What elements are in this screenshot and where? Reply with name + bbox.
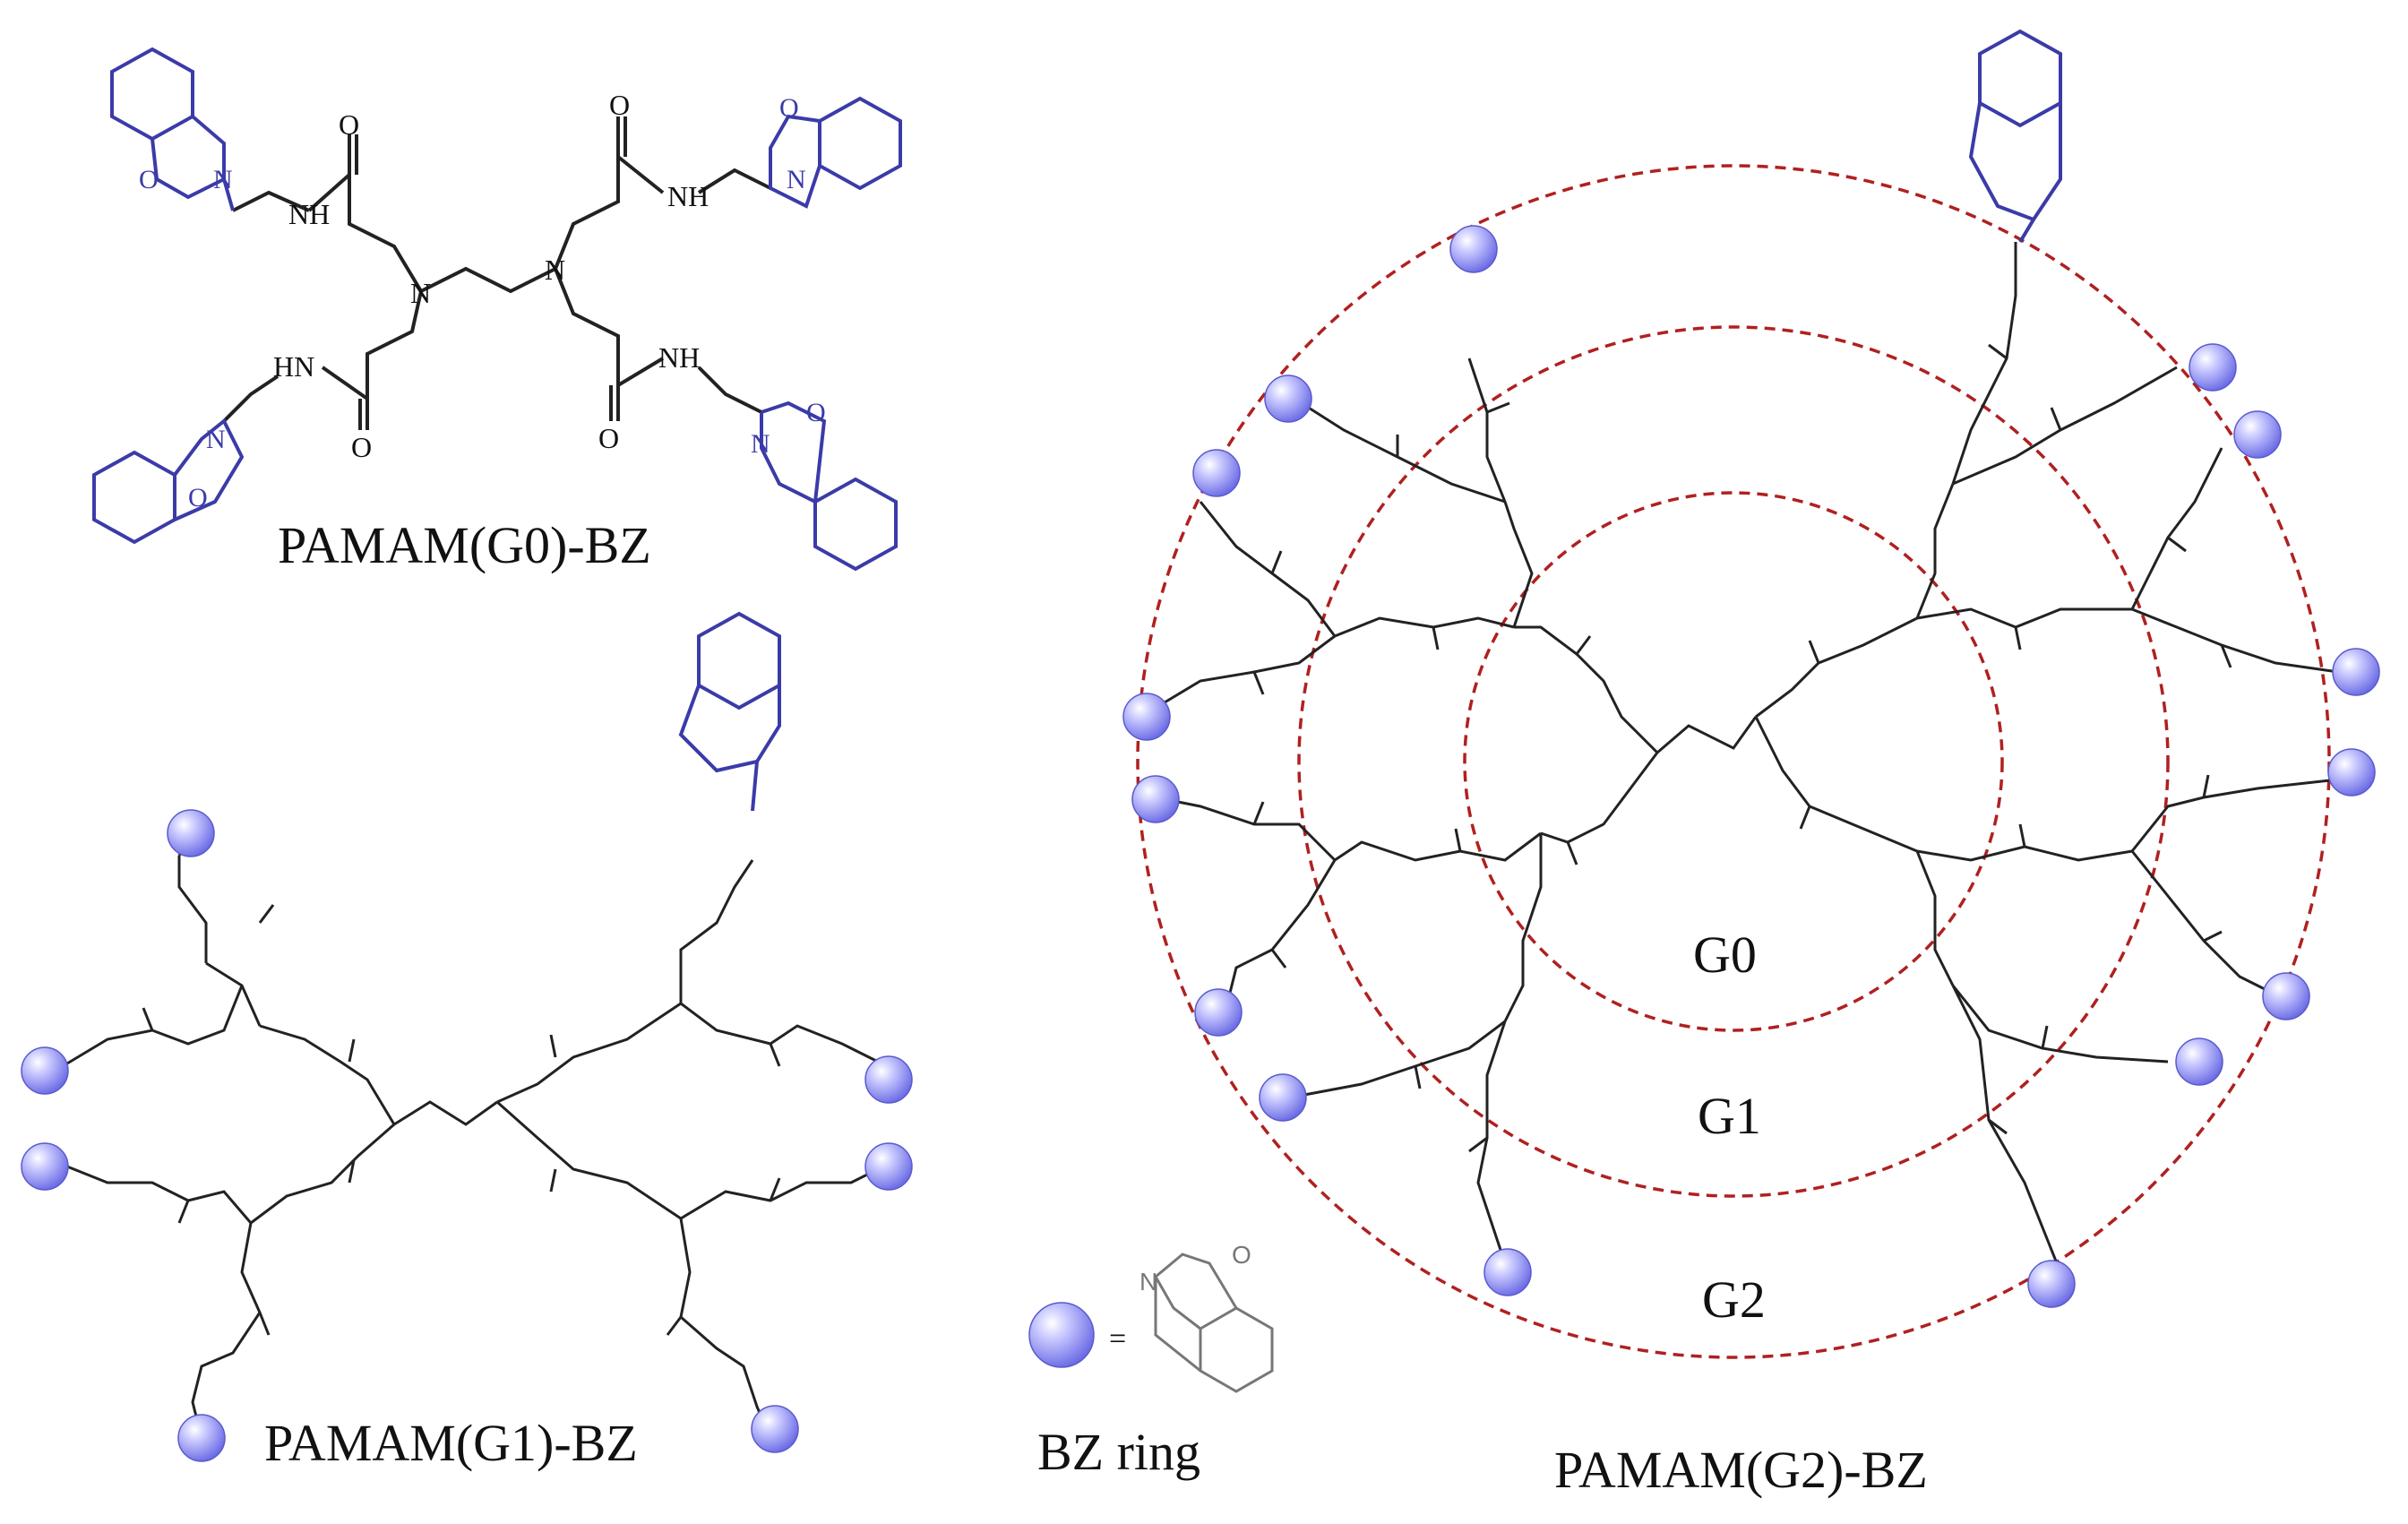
ring-label-g1: G1 bbox=[1698, 1087, 1761, 1145]
g0-bz-n-br: N bbox=[751, 429, 770, 459]
g2-structure bbox=[1155, 242, 2339, 1273]
g2-sphere-1 bbox=[1449, 225, 1498, 273]
g0-bz-n-tl: N bbox=[213, 165, 233, 194]
g1-sphere-left-lower bbox=[21, 1142, 69, 1191]
g2-sphere-6 bbox=[1194, 988, 1243, 1037]
g2-bz-fragment bbox=[1968, 29, 2062, 244]
g0-bz-atom-labels: O N O N N O N O bbox=[139, 93, 826, 512]
bz-legend-structure bbox=[1154, 1253, 1274, 1393]
g0-n-left: N bbox=[410, 277, 431, 309]
g0-bz-n-bl: N bbox=[206, 425, 226, 454]
g1-structure bbox=[62, 837, 888, 1439]
g0-o-ll: O bbox=[351, 431, 372, 463]
g2-sphere-15 bbox=[2027, 1260, 2076, 1308]
g0-bz-n-tr: N bbox=[787, 165, 806, 194]
ring-label-g2: G2 bbox=[1702, 1270, 1766, 1329]
bz-legend-sphere bbox=[1028, 1302, 1095, 1368]
g0-o-ur: O bbox=[609, 89, 630, 121]
g1-caption: PAMAM(G1)-BZ bbox=[264, 1414, 638, 1472]
g2-sphere-7 bbox=[1259, 1073, 1307, 1122]
g1-sphere-bottom-left bbox=[177, 1414, 226, 1462]
g1-spheres bbox=[21, 809, 913, 1462]
g0-bz-o-br: O bbox=[806, 398, 826, 427]
g2-sphere-11 bbox=[2332, 648, 2380, 696]
g2-sphere-12 bbox=[2327, 748, 2376, 796]
g1-sphere-right-upper bbox=[864, 1055, 913, 1104]
bz-legend-n: N bbox=[1140, 1268, 1157, 1296]
g1-bz-fragment bbox=[678, 611, 781, 812]
g2-sphere-5 bbox=[1131, 775, 1180, 823]
g1-sphere-bottom-right bbox=[751, 1405, 799, 1453]
g2-sphere-14 bbox=[2175, 1038, 2223, 1086]
g2-generation-rings bbox=[1136, 164, 2331, 1359]
g0-nh-lr: NH bbox=[658, 341, 700, 374]
g0-bz-o-tl: O bbox=[139, 165, 159, 194]
g2-spheres bbox=[1122, 225, 2380, 1308]
g2-sphere-8 bbox=[1484, 1248, 1532, 1296]
bz-caption: BZ ring bbox=[1037, 1423, 1200, 1481]
g2-sphere-10 bbox=[2233, 410, 2282, 459]
g0-hn-ll: HN bbox=[273, 350, 314, 383]
g0-bz-fragments bbox=[92, 47, 902, 572]
g1-sphere-right-lower bbox=[864, 1142, 913, 1191]
ring-g0 bbox=[1463, 491, 2004, 1032]
g1-sphere-top bbox=[167, 809, 215, 857]
g0-o-lr: O bbox=[598, 422, 619, 454]
g0-structure bbox=[222, 116, 771, 430]
bz-legend-equals: = bbox=[1109, 1322, 1126, 1356]
g0-atom-labels: N N O O O O NH NH HN NH bbox=[273, 89, 709, 463]
g0-nh-ul: NH bbox=[288, 198, 330, 230]
ring-g1 bbox=[1297, 325, 2170, 1198]
g2-sphere-4 bbox=[1122, 693, 1171, 741]
g2-sphere-9 bbox=[2189, 343, 2237, 392]
g0-o-ul: O bbox=[339, 108, 359, 141]
g0-bz-o-bl: O bbox=[188, 483, 208, 512]
g0-bz-o-tr: O bbox=[779, 93, 799, 123]
g0-caption: PAMAM(G0)-BZ bbox=[278, 516, 651, 574]
g2-sphere-2 bbox=[1264, 375, 1312, 423]
ring-g2 bbox=[1136, 164, 2331, 1359]
ring-label-g0: G0 bbox=[1693, 926, 1757, 984]
g1-sphere-left-upper bbox=[21, 1046, 69, 1095]
g2-sphere-13 bbox=[2262, 972, 2310, 1020]
bz-legend-o: O bbox=[1232, 1241, 1251, 1269]
bz-legend: = N O bbox=[1028, 1241, 1274, 1393]
g2-sphere-3 bbox=[1192, 449, 1241, 497]
g0-n-right: N bbox=[545, 254, 565, 286]
g0-nh-ur: NH bbox=[667, 180, 709, 212]
g2-caption: PAMAM(G2)-BZ bbox=[1554, 1441, 1928, 1499]
